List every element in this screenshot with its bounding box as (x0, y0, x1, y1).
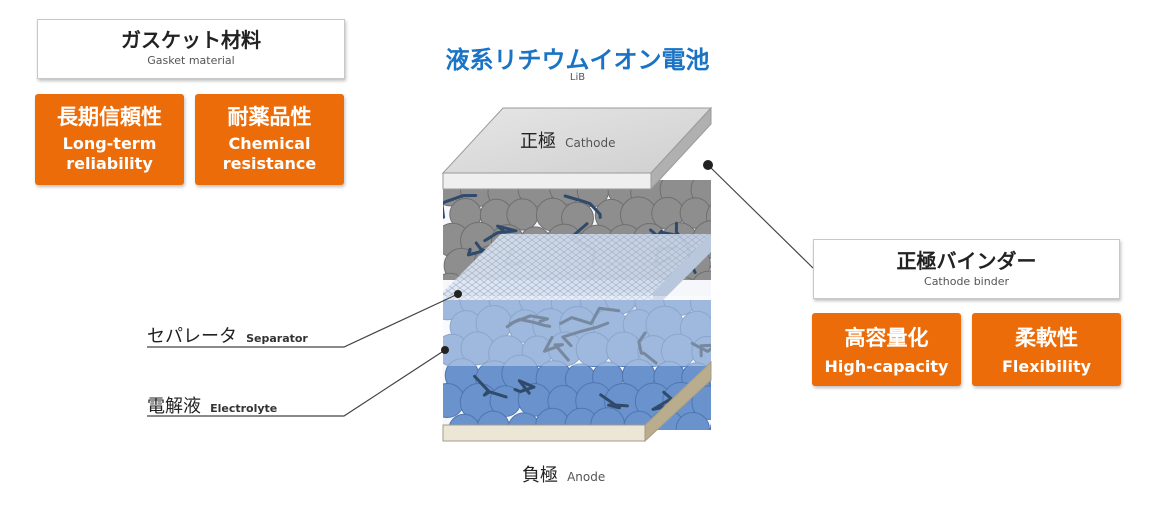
binder-line (513, 379, 536, 395)
feature-en-line2: reliability (66, 154, 153, 173)
binder-title: 正極バインダー (896, 249, 1037, 273)
cathode-plate (441, 106, 713, 191)
particle (634, 437, 666, 469)
particle (690, 433, 728, 471)
particle (710, 264, 711, 273)
cathode-label-jp: 正極 (520, 131, 556, 152)
particle (710, 323, 711, 328)
electrolyte-overlay (443, 296, 711, 366)
binder-feature-capacity: 高容量化 High-capacity (812, 313, 961, 386)
gasket-title: ガスケット材料 (121, 28, 261, 52)
binder-line (483, 224, 518, 243)
binder-line (690, 341, 711, 358)
separator-label-en: Separator (246, 332, 308, 345)
anode-label: 負極 Anode (522, 461, 605, 487)
binder-line (473, 374, 508, 399)
particle (443, 383, 465, 419)
gasket-subtitle: Gasket material (147, 54, 235, 67)
feature-en: Flexibility (1001, 357, 1092, 376)
binder-line (559, 306, 621, 326)
binder-line (599, 393, 629, 410)
electrolyte-dot (441, 346, 449, 354)
separator-label-jp: セパレータ (147, 326, 237, 347)
binder-line (563, 194, 602, 219)
particle (692, 270, 711, 280)
particle (675, 412, 710, 430)
anode-binder-lines (473, 306, 711, 411)
binder-dot (703, 160, 713, 170)
gasket-feature-reliability: 長期信頼性 Long-term reliability (35, 94, 184, 185)
binder-header: 正極バインダー Cathode binder (813, 239, 1120, 299)
electrolyte-label-en: Electrolyte (210, 402, 278, 415)
particle (661, 438, 696, 473)
binder-line (443, 194, 478, 219)
particle (709, 423, 711, 430)
particle (706, 362, 711, 386)
binder-line (637, 331, 658, 365)
separator-dot (454, 290, 462, 298)
gasket-header: ガスケット材料 Gasket material (37, 19, 345, 79)
cathode-label-en: Cathode (565, 136, 616, 150)
battery-title: 液系リチウムイオン電池 (445, 46, 710, 74)
cathode-label: 正極 Cathode (520, 127, 615, 153)
electrolyte-label-jp: 電解液 (147, 396, 201, 417)
feature-en-line1: Chemical (228, 134, 311, 153)
separator-label: セパレータ Separator (147, 322, 308, 348)
feature-jp: 柔軟性 (1015, 326, 1078, 350)
particle (705, 204, 711, 230)
leader-lines (147, 164, 814, 417)
gasket-feature-chemical: 耐薬品性 Chemical resistance (195, 94, 344, 185)
electrolyte-label: 電解液 Electrolyte (147, 392, 277, 418)
particle (434, 436, 471, 473)
binder-feature-flexibility: 柔軟性 Flexibility (972, 313, 1121, 386)
feature-jp: 長期信頼性 (57, 105, 162, 129)
anode-label-en: Anode (567, 470, 606, 484)
particle (691, 385, 711, 420)
binder-subtitle: Cathode binder (924, 275, 1009, 288)
binder-line (561, 321, 610, 348)
binder-line (505, 314, 549, 329)
anode-label-jp: 負極 (522, 465, 558, 486)
feature-en-line1: Long-term (62, 134, 157, 153)
feature-jp: 高容量化 (844, 326, 929, 350)
feature-en-line2: resistance (222, 154, 317, 173)
feature-en: High-capacity (824, 357, 949, 376)
binder-line (543, 336, 570, 362)
anode-plate (442, 360, 712, 443)
battery-subtitle: LiB (569, 72, 586, 83)
feature-jp: 耐薬品性 (227, 105, 312, 129)
